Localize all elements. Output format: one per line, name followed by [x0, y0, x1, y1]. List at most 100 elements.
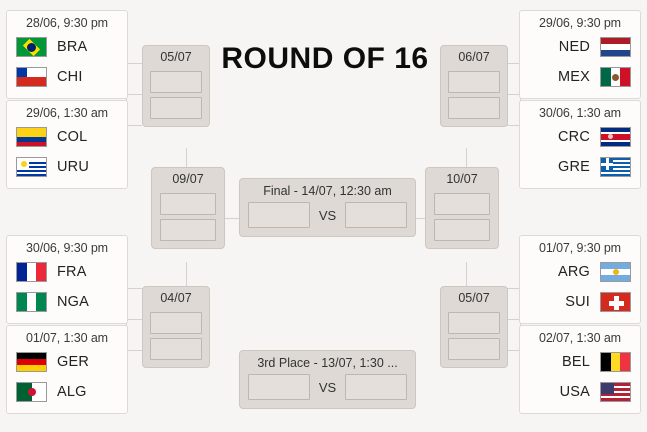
team-row[interactable]: USA — [520, 377, 640, 407]
match-card-r16-left-2[interactable]: 29/06, 1:30 am COL URU — [6, 100, 128, 189]
connector-line — [126, 350, 142, 351]
connector-line — [466, 148, 467, 172]
costa-rica-flag — [600, 127, 631, 147]
match-box-semifinal-left[interactable]: 09/07 — [151, 167, 225, 249]
team-row[interactable]: FRA — [7, 257, 127, 287]
team-slot[interactable] — [150, 312, 202, 334]
match-box-quarterfinal-right-top[interactable]: 06/07 — [440, 45, 508, 127]
connector-line — [505, 63, 521, 64]
connector-line — [126, 63, 142, 64]
connector-line — [126, 94, 142, 95]
argentina-flag — [600, 262, 631, 282]
team-code: USA — [559, 384, 590, 400]
match-card-r16-left-4[interactable]: 01/07, 1:30 am GER ALG — [6, 325, 128, 414]
match-box-quarterfinal-right-bottom[interactable]: 05/07 — [440, 286, 508, 368]
team-slot[interactable] — [345, 374, 407, 400]
connector-line — [505, 94, 521, 95]
team-code: NGA — [57, 294, 90, 310]
team-row[interactable]: URU — [7, 152, 127, 182]
team-code: COL — [57, 129, 88, 145]
match-date: 30/06, 1:30 am — [539, 106, 621, 120]
team-slot[interactable] — [248, 202, 310, 228]
team-slot[interactable] — [150, 97, 202, 119]
match-date: 01/07, 1:30 am — [26, 331, 108, 345]
match-card-r16-right-3[interactable]: 01/07, 9:30 pm ARG SUI — [519, 235, 641, 324]
match-card-r16-right-1[interactable]: 29/06, 9:30 pm NED MEX — [519, 10, 641, 99]
team-row[interactable]: BEL — [520, 347, 640, 377]
match-date: 02/07, 1:30 am — [539, 331, 621, 345]
team-row[interactable]: SUI — [520, 287, 640, 317]
team-slot[interactable] — [150, 71, 202, 93]
team-row[interactable]: ALG — [7, 377, 127, 407]
team-slot[interactable] — [434, 219, 490, 241]
colombia-flag — [16, 127, 47, 147]
team-code: FRA — [57, 264, 87, 280]
team-row[interactable]: GER — [7, 347, 127, 377]
connector-line — [126, 288, 142, 289]
team-code: URU — [57, 159, 90, 175]
team-code: SUI — [565, 294, 590, 310]
vs-label: VS — [318, 207, 337, 223]
team-row[interactable]: NED — [520, 32, 640, 62]
team-row[interactable]: MEX — [520, 62, 640, 92]
team-code: ARG — [557, 264, 590, 280]
match-date: 06/07 — [458, 50, 490, 64]
match-box-semifinal-right[interactable]: 10/07 — [425, 167, 499, 249]
team-slot[interactable] — [150, 338, 202, 360]
team-row[interactable]: CHI — [7, 62, 127, 92]
mexico-flag — [600, 67, 631, 87]
france-flag — [16, 262, 47, 282]
match-date: 10/07 — [446, 172, 478, 186]
algeria-flag — [16, 382, 47, 402]
vs-label: VS — [318, 379, 337, 395]
germany-flag — [16, 352, 47, 372]
team-row[interactable]: ARG — [520, 257, 640, 287]
usa-flag — [600, 382, 631, 402]
uruguay-flag — [16, 157, 47, 177]
connector-line — [126, 319, 142, 320]
match-card-r16-right-4[interactable]: 02/07, 1:30 am BEL USA — [519, 325, 641, 414]
team-code: BEL — [561, 354, 590, 370]
match-card-r16-right-2[interactable]: 30/06, 1:30 am CRC GRE — [519, 100, 641, 189]
team-slot[interactable] — [448, 312, 500, 334]
match-card-r16-left-3[interactable]: 30/06, 9:30 pm FRA NGA — [6, 235, 128, 324]
team-code: GRE — [557, 159, 590, 175]
team-slot[interactable] — [434, 193, 490, 215]
team-row[interactable]: CRC — [520, 122, 640, 152]
netherlands-flag — [600, 37, 631, 57]
team-row[interactable]: BRA — [7, 32, 127, 62]
team-slot[interactable] — [248, 374, 310, 400]
team-row[interactable]: COL — [7, 122, 127, 152]
team-row[interactable]: GRE — [520, 152, 640, 182]
team-row[interactable]: NGA — [7, 287, 127, 317]
third-place-slots-row: VS — [248, 374, 407, 400]
match-date: 05/07 — [160, 50, 192, 64]
team-slot[interactable] — [448, 97, 500, 119]
switzerland-flag — [600, 292, 631, 312]
match-box-third-place[interactable]: 3rd Place - 13/07, 1:30 ... VS — [239, 350, 416, 409]
team-slot[interactable] — [345, 202, 407, 228]
connector-line — [211, 218, 239, 219]
match-date: 29/06, 9:30 pm — [539, 16, 621, 30]
final-slots-row: VS — [248, 202, 407, 228]
greece-flag — [600, 157, 631, 177]
team-code: MEX — [557, 69, 590, 85]
third-place-title: 3rd Place - 13/07, 1:30 ... — [257, 356, 398, 370]
connector-line — [505, 350, 521, 351]
match-date: 05/07 — [458, 291, 490, 305]
nigeria-flag — [16, 292, 47, 312]
match-card-r16-left-1[interactable]: 28/06, 9:30 pm BRA CHI — [6, 10, 128, 99]
team-code: NED — [558, 39, 590, 55]
team-slot[interactable] — [448, 71, 500, 93]
match-box-quarterfinal-left-top[interactable]: 05/07 — [142, 45, 210, 127]
connector-line — [505, 288, 521, 289]
chile-flag — [16, 67, 47, 87]
match-box-quarterfinal-left-bottom[interactable]: 04/07 — [142, 286, 210, 368]
team-slot[interactable] — [160, 193, 216, 215]
team-code: ALG — [57, 384, 87, 400]
team-slot[interactable] — [160, 219, 216, 241]
connector-line — [186, 148, 187, 172]
team-slot[interactable] — [448, 338, 500, 360]
match-date: 01/07, 9:30 pm — [539, 241, 621, 255]
match-box-final[interactable]: Final - 14/07, 12:30 am VS — [239, 178, 416, 237]
